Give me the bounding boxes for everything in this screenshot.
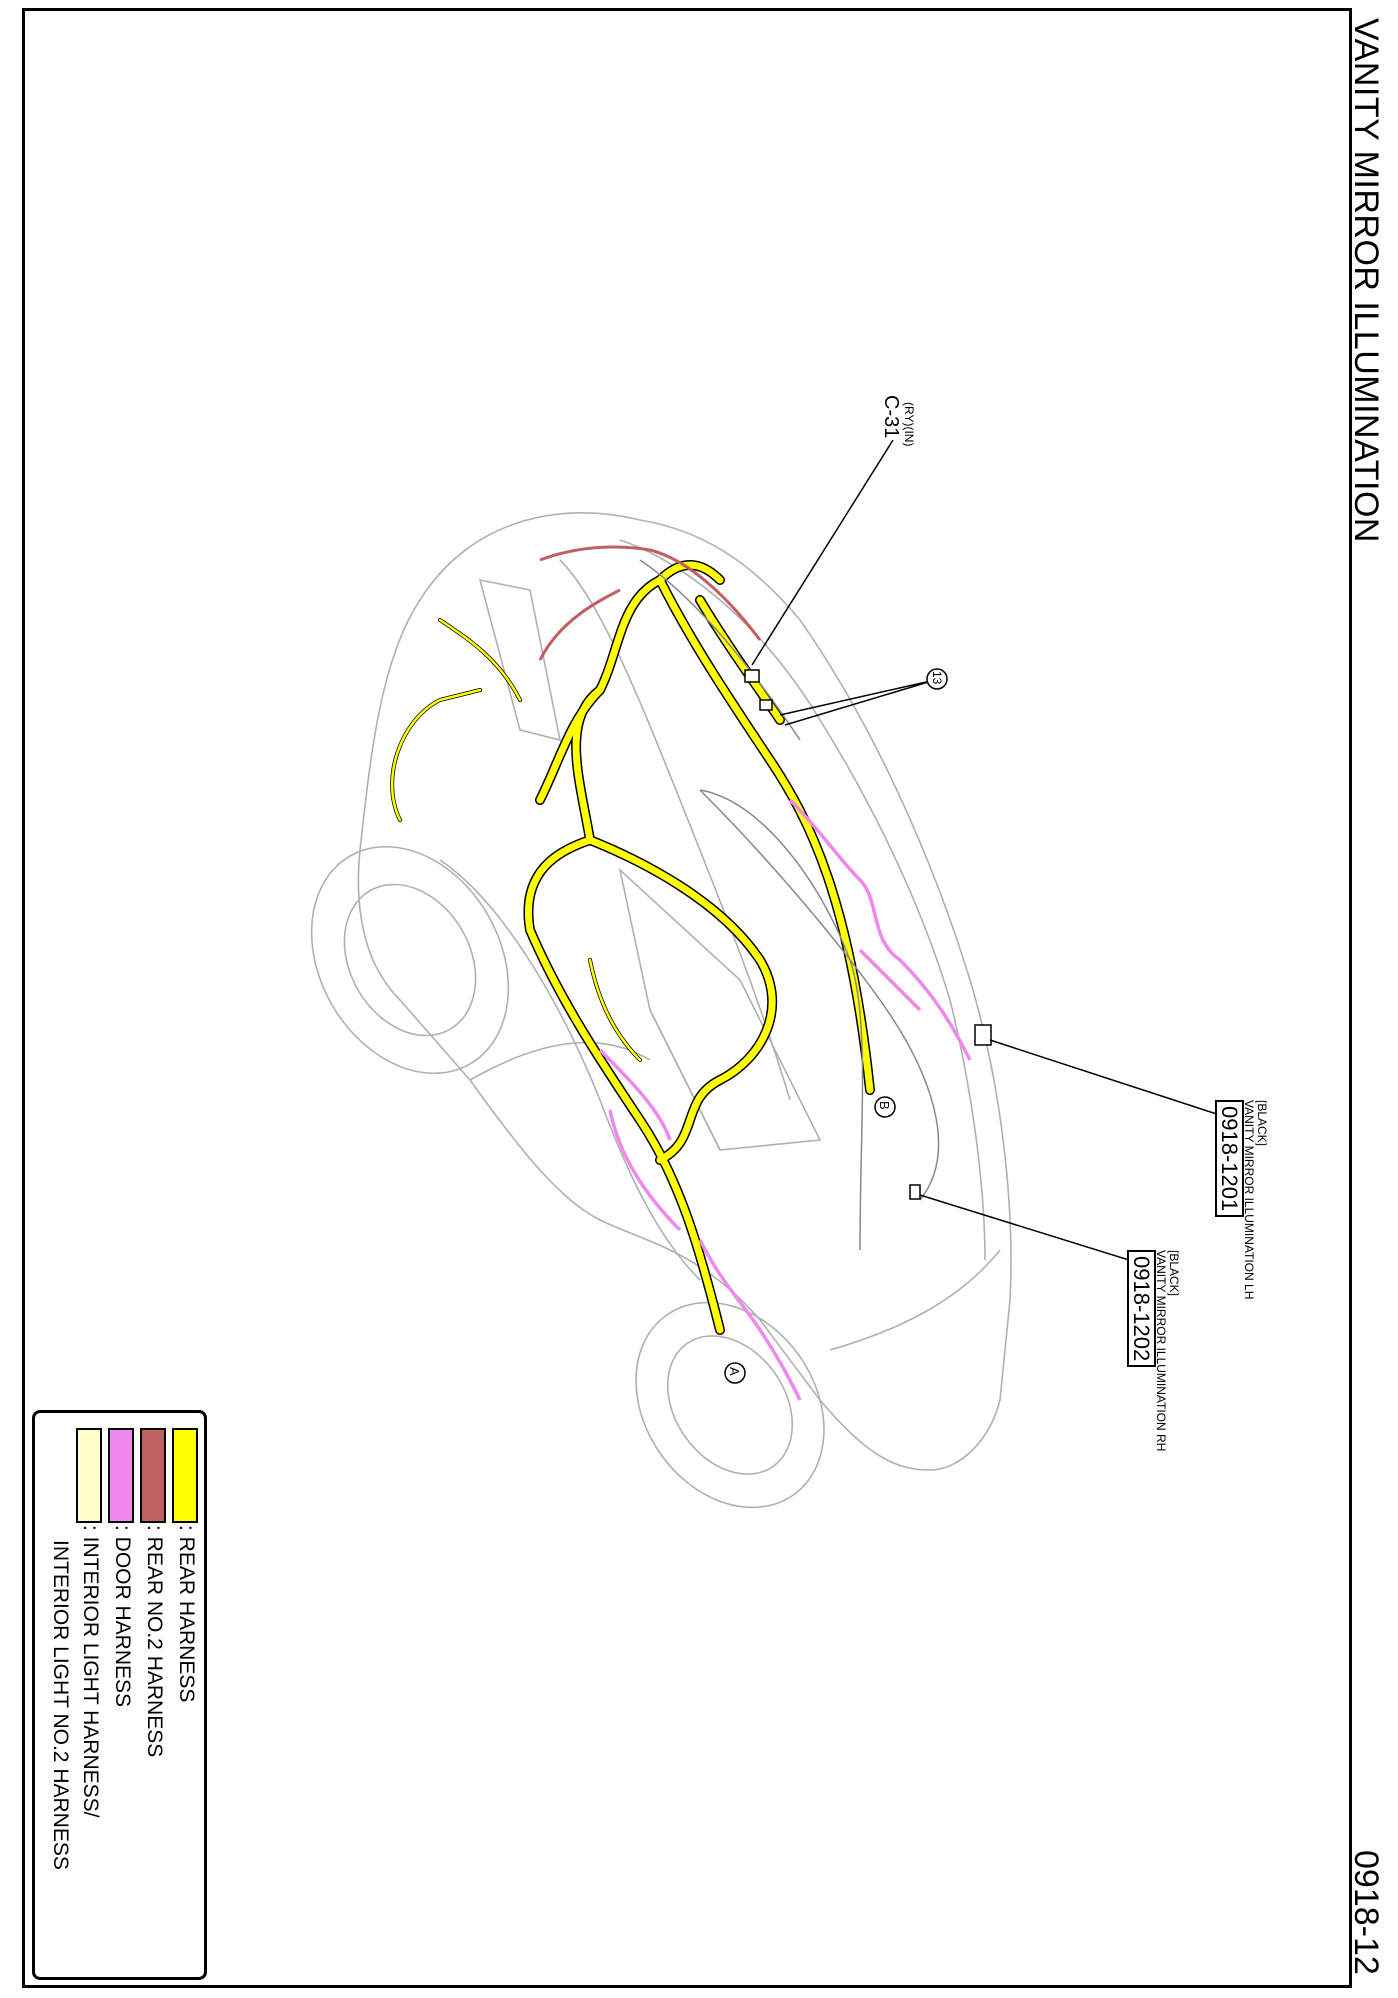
legend-label-rear: : REAR HARNESS [175, 1525, 198, 1703]
page-title: VANITY MIRROR ILLUMINATION [1347, 18, 1385, 543]
door-harness-routing [598, 798, 972, 1401]
interior-light-harness-routing [639, 559, 940, 1251]
ground-marker-label: 13 [930, 671, 944, 685]
page-number: 0918-12 [1347, 1850, 1385, 1975]
rear-harness-routing [390, 560, 875, 1335]
connector-points [744, 669, 992, 1200]
legend-label-rear-no2: : REAR NO.2 HARNESS [143, 1525, 166, 1758]
c31-id: C-31 [880, 395, 902, 439]
legend-label-door: : DOOR HARNESS [111, 1525, 134, 1708]
page-frame [22, 8, 1352, 1988]
connector-rh-color: [BLACK] [1167, 1250, 1181, 1297]
marker-a-label: A [727, 1367, 742, 1376]
connector-rh-code: 0918-1202 [1127, 1250, 1156, 1368]
vehicle-body-outline [310, 511, 1012, 1509]
c31-spec: (RY)(IN) [902, 402, 916, 447]
legend-label-interior-light: : INTERIOR LIGHT HARNESS/ [79, 1525, 102, 1818]
legend-swatch-door [108, 1428, 134, 1523]
connector-lh-code: 0918-1201 [1215, 1100, 1244, 1218]
connector-lh-callout: [BLACK] VANITY MIRROR ILLUMINATION LH 09… [1215, 1100, 1269, 1299]
marker-b-label: B [877, 1101, 892, 1110]
leader-lines [751, 439, 1236, 1266]
legend-swatch-interior-light [76, 1428, 102, 1523]
legend-label-interior-light-no2: INTERIOR LIGHT NO.2 HARNESS [49, 1540, 72, 1870]
connector-lh-color: [BLACK] [1255, 1100, 1269, 1147]
legend-swatch-rear [172, 1428, 198, 1523]
legend-swatch-rear-no2 [140, 1428, 166, 1523]
c31-callout: (RY)(IN) [902, 402, 916, 447]
connector-rh-callout: [BLACK] VANITY MIRROR ILLUMINATION RH 09… [1127, 1250, 1181, 1451]
rear-no2-harness-routing [538, 545, 762, 661]
marker-circles [724, 668, 948, 1384]
